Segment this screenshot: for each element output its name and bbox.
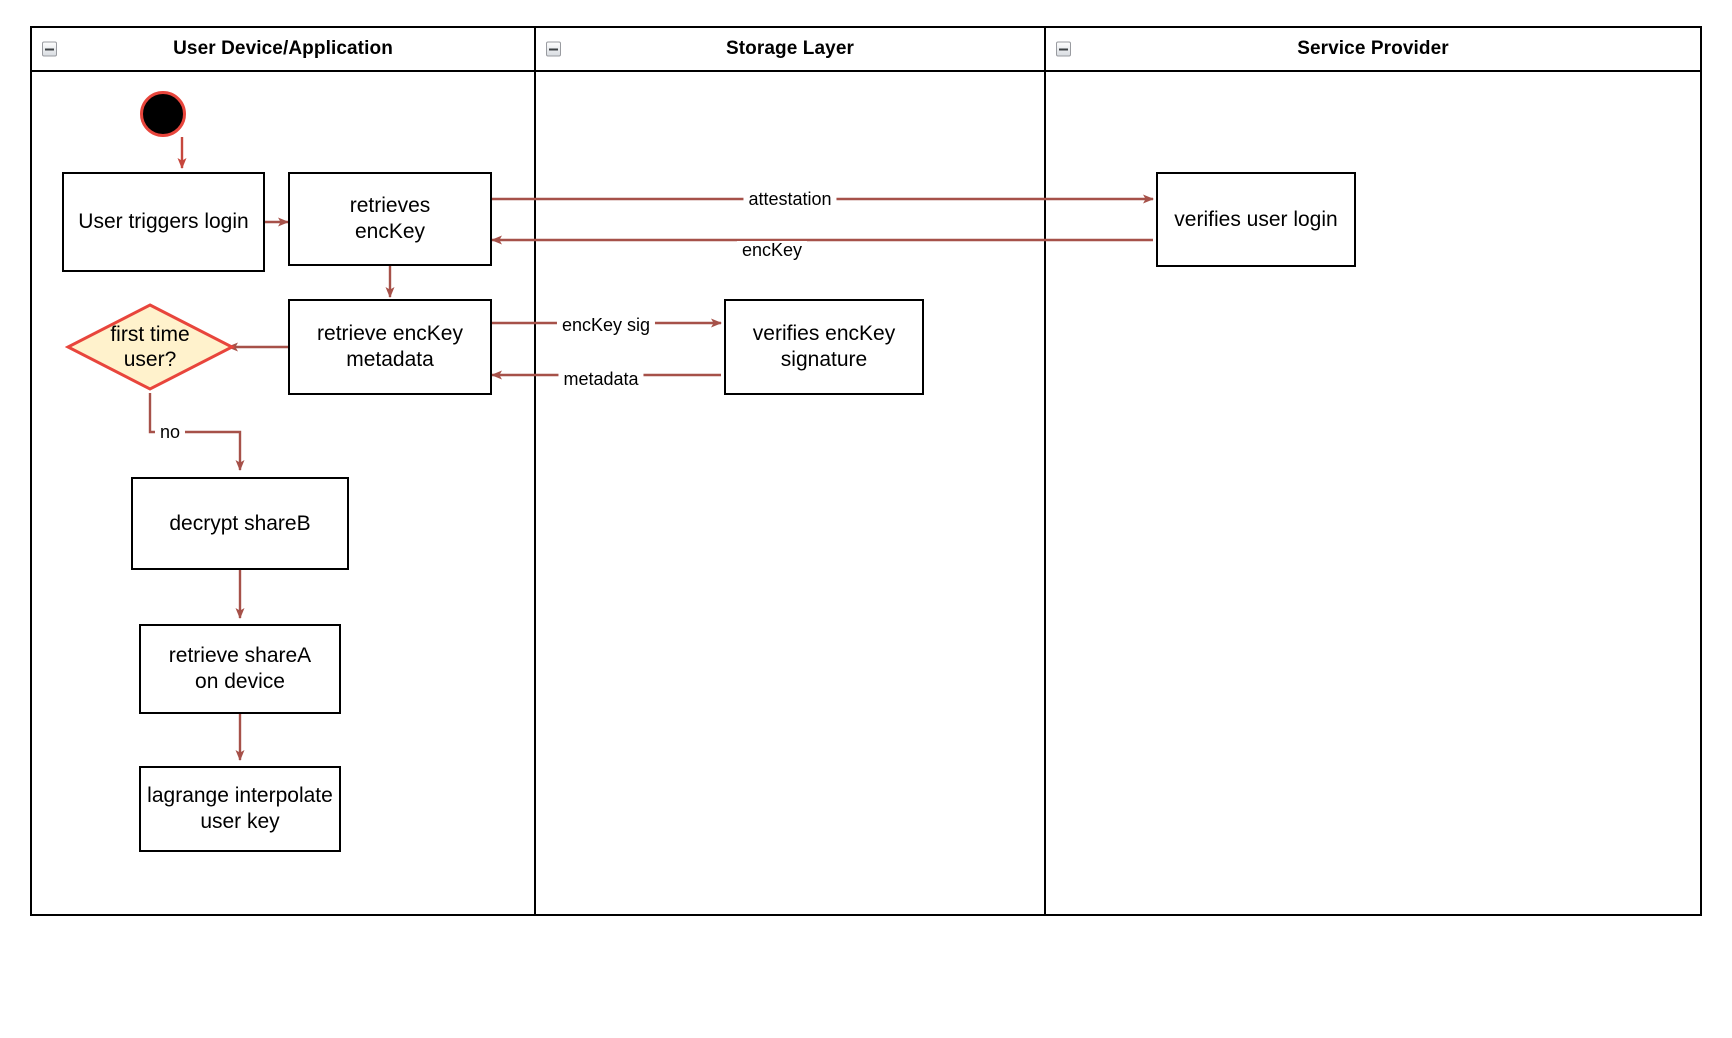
action-label-line2: user key bbox=[200, 810, 280, 833]
edge-label-attestation: attestation bbox=[743, 190, 837, 208]
action-decrypt-shareb[interactable]: decrypt shareB bbox=[131, 477, 349, 570]
swimlane-header-user-device[interactable]: User Device/Application bbox=[32, 28, 534, 72]
action-lagrange-interpolate-user-key[interactable]: lagrange interpolate user key bbox=[139, 766, 341, 852]
initial-node[interactable] bbox=[140, 91, 186, 137]
action-retrieve-enckey-metadata[interactable]: retrieve encKey metadata bbox=[288, 299, 492, 395]
swimlane-title-storage-layer: Storage Layer bbox=[725, 38, 855, 59]
swimlane-title-service-provider: Service Provider bbox=[1297, 38, 1449, 59]
swimlane-header-storage-layer[interactable]: Storage Layer bbox=[536, 28, 1044, 72]
swimlane-service-provider[interactable]: Service Provider bbox=[1044, 28, 1700, 914]
collapse-minus-icon[interactable] bbox=[1056, 41, 1071, 57]
action-label: decrypt shareB bbox=[169, 511, 311, 535]
decision-first-time-user[interactable]: first time user? bbox=[65, 302, 235, 392]
action-retrieve-sharea-on-device[interactable]: retrieve shareA on device bbox=[139, 624, 341, 714]
swimlane-user-device[interactable]: User Device/Application bbox=[32, 28, 534, 914]
action-label-line1: retrieves bbox=[349, 194, 431, 218]
swimlane-storage-layer[interactable]: Storage Layer bbox=[534, 28, 1044, 914]
edge-label-no: no bbox=[154, 423, 186, 441]
action-user-triggers-login[interactable]: User triggers login bbox=[62, 172, 265, 272]
edge-label-metadata: metadata bbox=[558, 370, 644, 388]
action-retrieves-enckey[interactable]: retrieves encKey bbox=[288, 172, 492, 266]
action-verifies-user-login[interactable]: verifies user login bbox=[1156, 172, 1356, 267]
action-label-line2: signature bbox=[780, 348, 868, 371]
diamond-shape bbox=[65, 303, 235, 391]
swimlane-header-service-provider[interactable]: Service Provider bbox=[1046, 28, 1700, 72]
action-label-line1: lagrange interpolate bbox=[147, 784, 333, 808]
swimlane-body-service-provider bbox=[1046, 72, 1700, 914]
edge-label-enckey: encKey bbox=[736, 241, 808, 259]
action-label-line2: encKey bbox=[354, 220, 426, 243]
swimlane-title-user-device: User Device/Application bbox=[173, 38, 393, 59]
action-label-line1: verifies encKey bbox=[752, 322, 896, 346]
action-label-line1: retrieve shareA bbox=[168, 644, 312, 668]
collapse-minus-icon[interactable] bbox=[42, 41, 57, 57]
action-label: User triggers login bbox=[78, 210, 249, 234]
edge-label-enckey-sig: encKey sig bbox=[556, 316, 656, 334]
action-verifies-enckey-signature[interactable]: verifies encKey signature bbox=[724, 299, 924, 395]
action-label-line1: retrieve encKey bbox=[317, 322, 463, 346]
action-label: verifies user login bbox=[1174, 207, 1338, 231]
action-label-line2: on device bbox=[195, 670, 285, 693]
action-label-line2: metadata bbox=[346, 348, 434, 371]
collapse-minus-icon[interactable] bbox=[546, 41, 561, 57]
